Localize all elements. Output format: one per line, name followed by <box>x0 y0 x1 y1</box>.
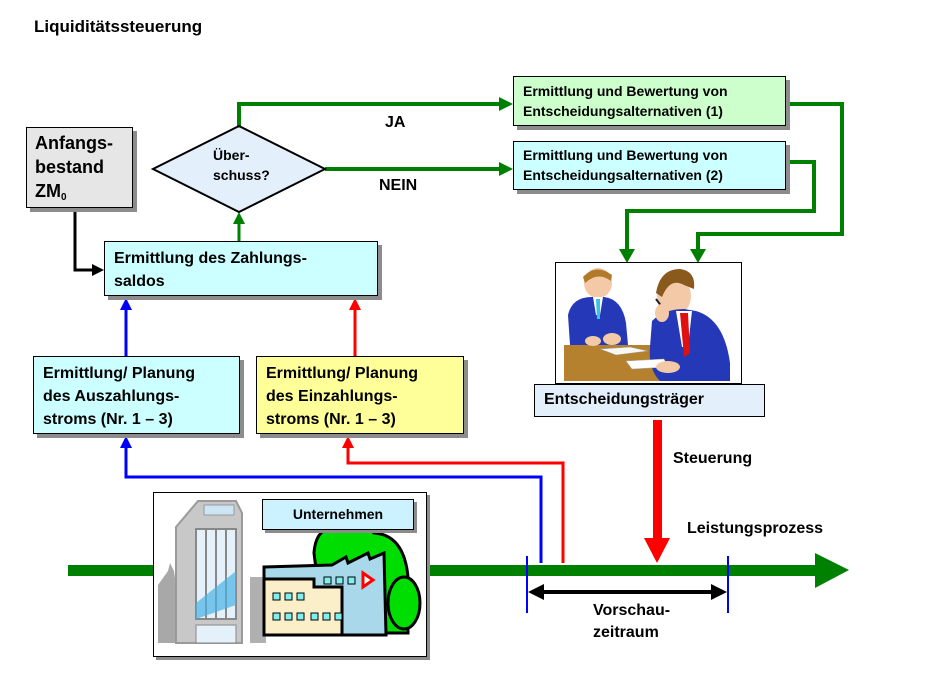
node-unternehmen: Unternehmen <box>262 499 414 530</box>
anfangsbestand-zm: ZM <box>35 181 61 201</box>
steuerung-arrow <box>644 420 670 563</box>
node-anfangsbestand: Anfangs- bestand ZM0 <box>26 127 133 208</box>
edge-label-yes: JA <box>385 114 406 131</box>
connector-alternative1-to-decision-makers <box>690 102 844 263</box>
connector-alternative2-to-decision-makers <box>619 160 816 263</box>
business-meeting-illustration <box>564 268 730 381</box>
auszahlung-line2: des Auszahlungs- <box>43 388 180 405</box>
company-picture: Unternehmen <box>153 492 427 657</box>
zahlungssaldo-line2: saldos <box>114 273 165 290</box>
auszahlung-line3: stroms (Nr. 1 – 3) <box>43 411 173 428</box>
company-buildings-illustration <box>158 500 422 644</box>
decision-makers-picture <box>555 262 742 384</box>
anfangsbestand-line1: Anfangs- <box>35 133 113 153</box>
node-entscheidungstraeger: Entscheidungsträger <box>534 384 765 417</box>
auszahlung-line1: Ermittlung/ Planung <box>43 365 195 382</box>
anfangsbestand-line3: ZM0 <box>35 179 132 210</box>
connector-auszahlung-to-saldo <box>120 298 132 356</box>
alternative1-line1: Ermittlung und Bewertung von <box>523 83 728 99</box>
einzahlung-line1: Ermittlung/ Planung <box>266 365 418 382</box>
alternative1-line2: Entscheidungsalternativen (1) <box>523 103 723 119</box>
alternative2-line1: Ermittlung und Bewertung von <box>523 147 728 163</box>
node-auszahlung: Ermittlung/ Planung des Auszahlungs- str… <box>33 356 240 434</box>
zahlungssaldo-line1: Ermittlung des Zahlungs- <box>114 250 307 267</box>
connector-saldo-to-decision <box>233 212 245 241</box>
vorschau-line1: Vorschau- <box>593 602 671 619</box>
edge-label-steuerung: Steuerung <box>673 450 753 467</box>
page-title: Liquiditätssteuerung <box>34 17 203 36</box>
anfangsbestand-line2: bestand <box>35 157 105 177</box>
einzahlung-line2: des Einzahlungs- <box>266 388 398 405</box>
connector-no <box>325 162 513 176</box>
vorschau-range-indicator <box>526 556 729 613</box>
connector-anfangsbestand-to-saldo <box>73 209 104 276</box>
entscheidungstraeger-label: Entscheidungsträger <box>544 391 705 408</box>
process-label: Leistungsprozess <box>687 520 824 537</box>
connector-process-to-einzahlung <box>342 436 565 563</box>
node-zahlungssaldo: Ermittlung des Zahlungs- saldos <box>104 241 378 296</box>
einzahlung-line3: stroms (Nr. 1 – 3) <box>266 411 396 428</box>
connector-einzahlung-to-saldo <box>349 298 361 356</box>
unternehmen-label: Unternehmen <box>292 506 384 522</box>
vorschau-label: Vorschau- zeitraum <box>593 600 670 644</box>
decision-diamond <box>150 124 328 214</box>
node-alternative1: Ermittlung und Bewertung von Entscheidun… <box>513 76 786 126</box>
vorschau-line2: zeitraum <box>593 624 659 641</box>
connector-yes <box>237 97 513 126</box>
decision-text: Über- schuss? <box>213 145 270 185</box>
anfangsbestand-subscript: 0 <box>61 192 67 203</box>
edge-label-no: NEIN <box>379 177 418 194</box>
connector-process-to-auszahlung <box>120 436 543 563</box>
decision-line2: schuss? <box>213 167 270 183</box>
decision-line1: Über- <box>213 147 250 163</box>
node-alternative2: Ermittlung und Bewertung von Entscheidun… <box>513 141 786 190</box>
leistungsprozess-arrow <box>68 553 849 588</box>
alternative2-line2: Entscheidungsalternativen (2) <box>523 167 723 183</box>
node-einzahlung: Ermittlung/ Planung des Einzahlungs- str… <box>256 356 464 434</box>
